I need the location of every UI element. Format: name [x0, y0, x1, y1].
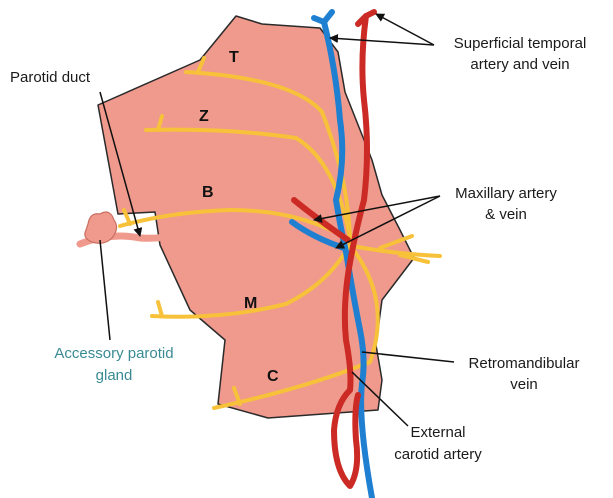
superficial-temporal-pointer-artery: [376, 14, 434, 45]
accessory-parotid-pointer: [100, 240, 110, 340]
label-external-carotid-line2: carotid artery: [394, 446, 482, 463]
marginal-mandibular-branch-tip: [158, 302, 162, 316]
branch-letter-marginal-mandibular: M: [244, 295, 257, 312]
label-superficial-temporal-line2: artery and vein: [470, 56, 569, 73]
label-superficial-temporal-line1: Superficial temporal: [454, 35, 587, 52]
label-parotid-duct: Parotid duct: [10, 69, 91, 86]
label-accessory-parotid-line1: Accessory parotid: [54, 345, 173, 362]
superficial-temporal-vein-fork: [314, 12, 332, 22]
label-maxillary-line1: Maxillary artery: [455, 185, 557, 202]
label-maxillary-line2: & vein: [485, 206, 527, 223]
branch-letter-cervical: C: [267, 368, 279, 385]
branch-letter-buccal: B: [202, 184, 214, 201]
accessory-parotid-gland: [85, 212, 117, 243]
label-retromandibular-line1: Retromandibular: [469, 355, 580, 372]
label-external-carotid-line1: External: [410, 424, 465, 441]
superficial-temporal-pointer-vein: [330, 38, 434, 45]
label-accessory-parotid-line2: gland: [96, 367, 133, 384]
label-retromandibular-line2: vein: [510, 376, 538, 393]
branch-letter-temporal: T: [229, 49, 239, 66]
branch-letter-zygomatic: Z: [199, 108, 209, 125]
